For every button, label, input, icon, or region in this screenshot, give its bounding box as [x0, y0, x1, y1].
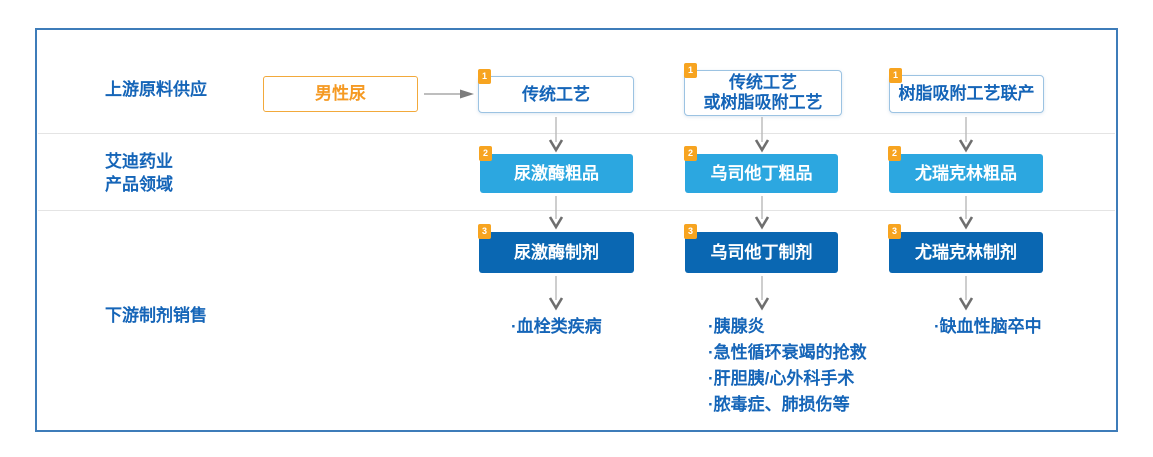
arrow-down-icon: [958, 117, 974, 153]
row-label-company: 艾迪药业 产品领域: [105, 150, 173, 196]
crude-label-2: 乌司他丁粗品: [710, 163, 813, 183]
step-badge-3: 3: [684, 224, 697, 239]
process-label-3: 树脂吸附工艺联产: [898, 84, 1035, 103]
process-box-1: 1 传统工艺: [478, 69, 634, 113]
crude-product-box-3: 2 尤瑞克林粗品: [888, 146, 1043, 193]
arrow-down-icon: [754, 196, 770, 230]
indication-item: ·脓毒症、肺损伤等: [708, 395, 850, 414]
preparation-box-2: 3 乌司他丁制剂: [684, 224, 838, 273]
indication-item: ·胰腺炎: [708, 317, 765, 336]
preparation-label-1: 尿激酶制剂: [514, 242, 599, 262]
arrow-down-icon: [958, 276, 974, 311]
process-box-2: 1 传统工艺 或树脂吸附工艺: [684, 63, 842, 116]
male-urine-label: 男性尿: [315, 84, 366, 103]
crude-label-3: 尤瑞克林粗品: [915, 163, 1017, 183]
row-label-upstream: 上游原料供应: [105, 80, 207, 99]
crude-product-box-2: 2 乌司他丁粗品: [684, 146, 838, 193]
crude-label-1: 尿激酶粗品: [514, 163, 599, 183]
male-urine-source-box: 男性尿: [263, 76, 418, 112]
indication-item: ·缺血性脑卒中: [934, 317, 1042, 336]
process-box-3: 1 树脂吸附工艺联产: [889, 68, 1044, 113]
step-badge-1: 1: [478, 69, 491, 84]
row-label-downstream: 下游制剂销售: [105, 306, 207, 325]
indication-item: ·血栓类疾病: [511, 317, 602, 336]
step-badge-2: 2: [479, 146, 492, 161]
indications-list-1: ·血栓类疾病: [511, 314, 602, 340]
row-divider-1: [38, 133, 1115, 134]
arrow-down-icon: [754, 276, 770, 311]
step-badge-2: 2: [684, 146, 697, 161]
crude-product-box-1: 2 尿激酶粗品: [479, 146, 633, 193]
row-label-company-line1: 艾迪药业: [105, 152, 173, 171]
row-label-company-line2: 产品领域: [105, 175, 173, 194]
step-badge-2: 2: [888, 146, 901, 161]
arrow-down-icon: [548, 196, 564, 230]
indications-list-3: ·缺血性脑卒中: [934, 314, 1042, 340]
arrow-right-icon: [424, 89, 474, 99]
step-badge-1: 1: [684, 63, 697, 78]
indication-item: ·肝胆胰/心外科手术: [708, 369, 855, 388]
step-badge-3: 3: [478, 224, 491, 239]
arrow-down-icon: [754, 117, 770, 153]
indications-list-2: ·胰腺炎 ·急性循环衰竭的抢救 ·肝胆胰/心外科手术 ·脓毒症、肺损伤等: [708, 314, 867, 418]
arrow-down-icon: [958, 196, 974, 230]
step-badge-1: 1: [889, 68, 902, 83]
preparation-box-1: 3 尿激酶制剂: [478, 224, 634, 273]
indication-item: ·急性循环衰竭的抢救: [708, 343, 867, 362]
process-label-1: 传统工艺: [522, 84, 590, 104]
process-label-2-line1: 传统工艺: [729, 73, 797, 92]
arrow-down-icon: [548, 117, 564, 153]
row-divider-2: [38, 210, 1115, 211]
step-badge-3: 3: [888, 224, 901, 239]
arrow-down-icon: [548, 276, 564, 311]
preparation-box-3: 3 尤瑞克林制剂: [888, 224, 1043, 273]
process-label-2-line2: 或树脂吸附工艺: [703, 93, 823, 112]
preparation-label-3: 尤瑞克林制剂: [915, 242, 1017, 262]
preparation-label-2: 乌司他丁制剂: [710, 242, 813, 262]
